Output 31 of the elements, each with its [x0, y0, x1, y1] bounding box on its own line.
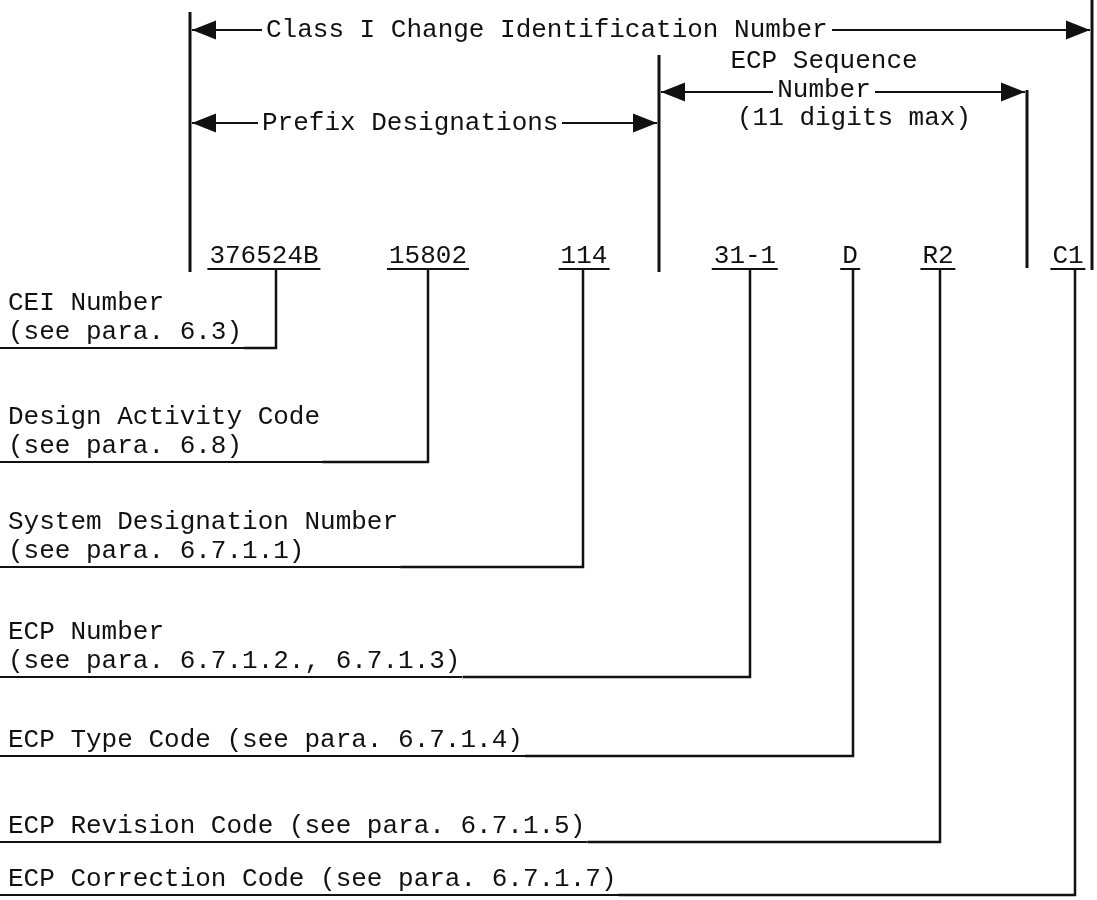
description-text: (see para. 6.8) — [8, 432, 244, 461]
description-text: (see para. 6.3) — [8, 318, 243, 347]
code-segment: 31-1 — [711, 244, 779, 270]
code-segment: R2 — [920, 244, 956, 270]
code-segment: C1 — [1050, 244, 1086, 270]
code-segment: 15802 — [387, 244, 469, 270]
description-text: System Designation Number — [8, 508, 399, 537]
description-text: CEI Number — [8, 289, 166, 318]
description-text: (see para. 6.7.1.2., 6.7.1.3) — [8, 647, 461, 676]
underlined-description — [0, 618, 463, 678]
dimension-label: Prefix Designations — [258, 109, 563, 138]
underlined-description — [0, 289, 245, 349]
leader-line — [322, 270, 430, 464]
leader-line — [462, 270, 752, 679]
dimension-label: Class I Change Identification Number — [262, 16, 832, 45]
leader-line — [618, 270, 1077, 897]
underlined-description — [0, 403, 323, 463]
field-description: ECP Correction Code (see para. 6.7.1.7) — [0, 865, 619, 896]
underlined-description — [0, 508, 401, 568]
leader-line — [400, 270, 585, 569]
field-description: ECP Type Code (see para. 6.7.1.4) — [0, 726, 525, 757]
description-text: Design Activity Code — [8, 403, 321, 432]
leader-line — [587, 270, 942, 844]
code-segment: 114 — [558, 244, 610, 270]
leader-line — [524, 270, 855, 758]
leader-line — [244, 270, 278, 350]
code-segment: 376524B — [207, 244, 321, 270]
description-text: (see para. 6.7.1.1) — [8, 537, 306, 566]
code-segment: D — [840, 244, 860, 270]
field-description: ECP Revision Code (see para. 6.7.1.5) — [0, 812, 588, 843]
description-text: ECP Number — [8, 618, 166, 647]
